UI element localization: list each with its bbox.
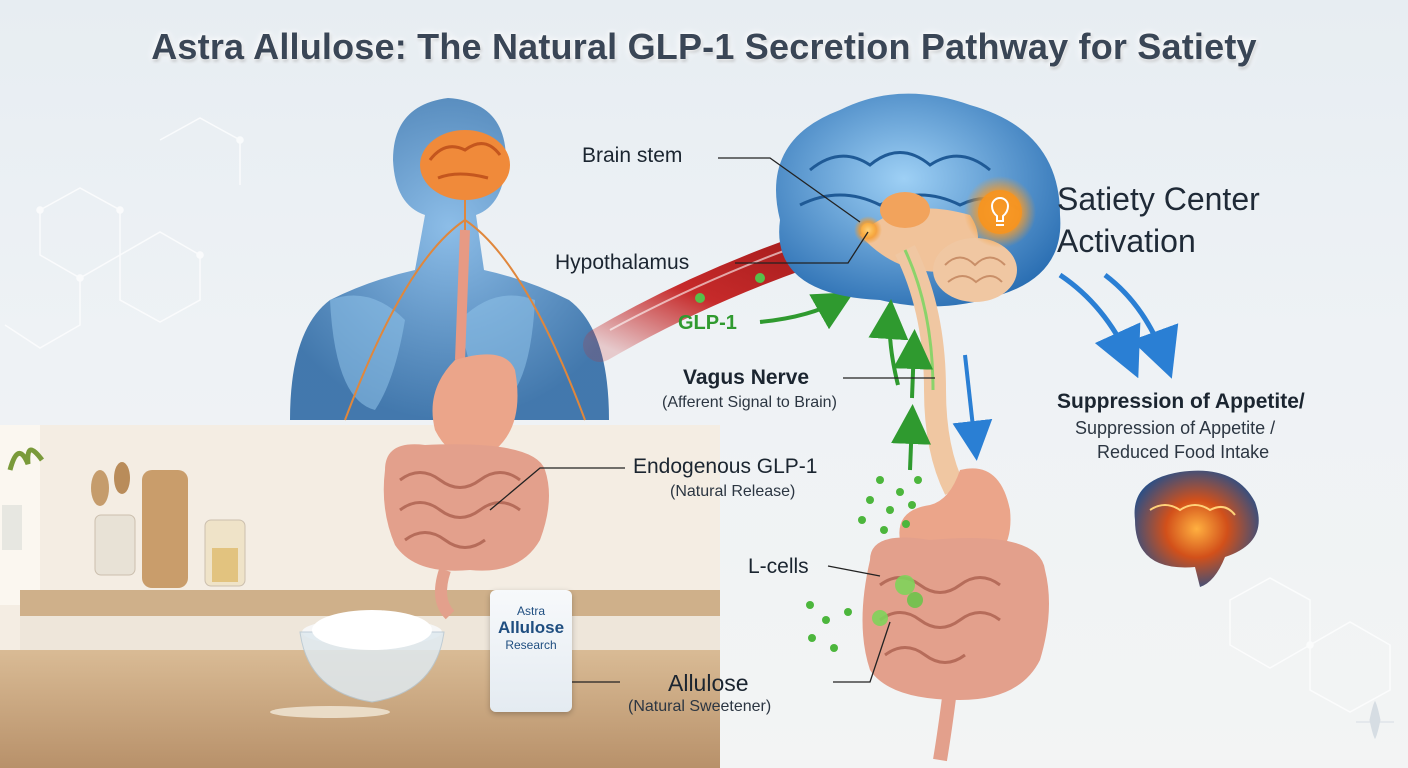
vagus-upward-arrows bbox=[868, 299, 934, 471]
label-allulose: Allulose bbox=[668, 670, 749, 696]
label-satiety-line1: Satiety Center bbox=[1057, 181, 1260, 217]
label-suppression-title: Suppression of Appetite/ bbox=[1057, 390, 1305, 413]
human-body-illustration bbox=[290, 98, 609, 620]
leader-lines bbox=[489, 157, 935, 683]
gut-illustration bbox=[862, 468, 1049, 762]
descending-signal-arrow bbox=[952, 354, 993, 461]
label-l-cells: L-cells bbox=[748, 555, 809, 578]
label-satiety-line2: Activation bbox=[1057, 223, 1196, 259]
label-glp1: GLP-1 bbox=[678, 312, 737, 334]
label-hypothalamus: Hypothalamus bbox=[555, 251, 690, 274]
activated-brain-icon bbox=[1134, 470, 1259, 587]
page-title: Astra Allulose: The Natural GLP-1 Secret… bbox=[151, 26, 1257, 67]
label-vagus-nerve: Vagus Nerve bbox=[683, 366, 810, 389]
satiety-to-appetite-arrows bbox=[1058, 272, 1179, 379]
glp1-particles bbox=[806, 476, 922, 652]
package-line1: Astra bbox=[516, 604, 545, 618]
label-endogenous-glp1: Endogenous GLP-1 bbox=[633, 455, 818, 478]
package-line3: Research bbox=[505, 638, 557, 652]
label-suppression-line2: Suppression of Appetite / bbox=[1075, 418, 1276, 438]
cerebellum bbox=[933, 238, 1017, 302]
glp1-arrow bbox=[759, 292, 854, 330]
brain-illustration bbox=[776, 93, 1061, 495]
molecule-network-decoration bbox=[4, 117, 1391, 713]
kitchen-background bbox=[0, 425, 720, 768]
label-allulose-sub: (Natural Sweetener) bbox=[628, 698, 772, 715]
package-line2: Allulose bbox=[497, 618, 565, 637]
label-suppression-line3: Reduced Food Intake bbox=[1097, 442, 1270, 462]
label-vagus-sub: (Afferent Signal to Brain) bbox=[662, 394, 837, 411]
lightbulb-icon bbox=[964, 176, 1036, 248]
sparkle-icon bbox=[1356, 700, 1394, 740]
label-endogenous-sub: (Natural Release) bbox=[670, 483, 796, 500]
label-brain-stem: Brain stem bbox=[582, 144, 683, 167]
allulose-package: Astra Allulose Research bbox=[490, 590, 572, 712]
